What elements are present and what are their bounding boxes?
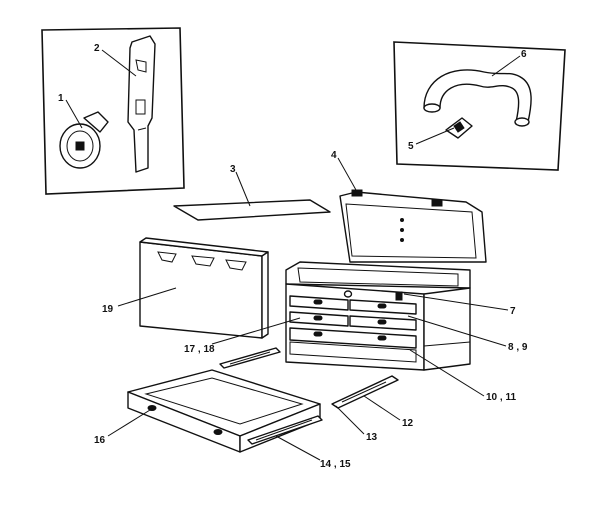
callout-8-9: 8 , 9 [508, 342, 528, 353]
callout-1: 1 [58, 93, 64, 104]
callout-10-11: 10 , 11 [486, 392, 516, 403]
callout-13: 13 [366, 432, 378, 443]
callout-4: 4 [331, 150, 337, 161]
callout-7: 7 [510, 306, 516, 317]
chest-body [285, 189, 487, 371]
chest-lid [339, 191, 487, 263]
callout-12: 12 [402, 418, 414, 429]
callout-2: 2 [94, 43, 100, 54]
inset-lock-panel [41, 27, 185, 195]
drawer-tray-part [127, 369, 323, 453]
callout-17-18: 17 , 18 [184, 344, 215, 355]
handle-part [423, 69, 532, 127]
lock-cylinder-part [59, 111, 109, 169]
inset-handle-panel [393, 41, 566, 171]
callout-labels: 1 2 3 4 5 6 7 8 , 9 10 , 11 12 13 14 , 1… [58, 43, 528, 470]
callout-6: 6 [521, 49, 527, 60]
callout-3: 3 [230, 164, 236, 175]
callout-5: 5 [408, 141, 414, 152]
callout-14-15: 14 , 15 [320, 459, 351, 470]
lock-bar-part [127, 35, 156, 173]
handle-bracket-part [445, 117, 473, 139]
drawer-slide-left [219, 347, 281, 369]
lid-liner-part [173, 199, 331, 221]
back-panel-part [139, 237, 269, 339]
leader-lines [65, 49, 521, 461]
drawer-slide-right [331, 375, 399, 409]
callout-19: 19 [102, 304, 114, 315]
callout-16: 16 [94, 435, 106, 446]
